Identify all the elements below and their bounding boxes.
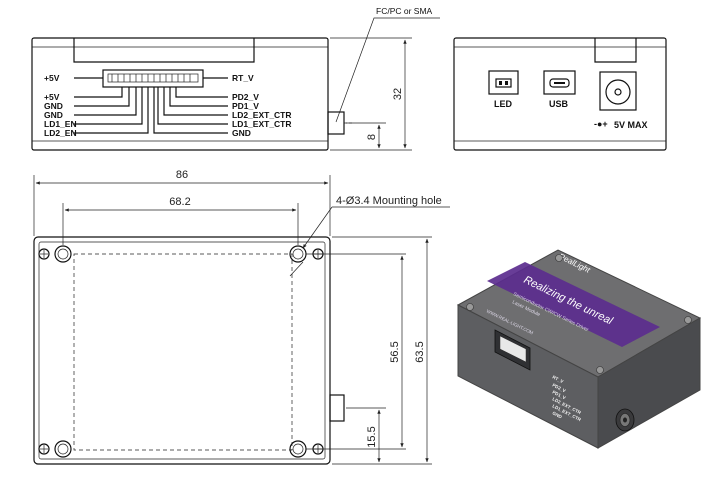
front-pin-right-6: GND (232, 128, 251, 138)
product-fiber-connector (615, 408, 635, 432)
product-pin-2: PD2_V (552, 382, 567, 393)
front-pin-left-5: LD1_EN (44, 119, 77, 129)
front-pin-left-6: LD2_EN (44, 128, 77, 138)
fiber-port (327, 111, 345, 135)
dc-power-jack (599, 71, 637, 111)
led-label: LED (494, 99, 513, 109)
top-dim-width: 86 (176, 169, 188, 181)
power-label: 5V MAX (614, 120, 648, 130)
product-render: RealLight Realizing the unreal Semicondu… (456, 249, 702, 449)
mounting-hole-tl (38, 245, 72, 263)
front-pin-left-4: GND (44, 110, 63, 120)
front-pin-right-3: PD1_V (232, 101, 259, 111)
product-pin-1: RT_V (552, 374, 565, 384)
top-view: 86 68.2 4-Ø3.4 Mounting hole 63.5 56.5 1… (33, 169, 450, 465)
product-pin-3: PD1_V (552, 389, 567, 400)
usb-label: USB (549, 99, 569, 109)
front-pin-right-1: RT_V (232, 73, 254, 83)
front-pin-right-2: PD2_V (232, 92, 259, 102)
fiber-connector-callout: FC/PC or SMA (376, 6, 433, 16)
front-pin-right-4: LD2_EXT_CTR (232, 110, 292, 120)
top-dim-fiber-offset: 15.5 (366, 426, 378, 447)
usb-port (543, 70, 576, 95)
front-dim-height: 32 (392, 88, 404, 100)
product-pin-6: GND (552, 410, 564, 419)
top-fiber-port (329, 394, 345, 422)
product-brand-band (487, 262, 660, 347)
mounting-hole-callout: 4-Ø3.4 Mounting hole (336, 195, 442, 207)
top-dim-hole-spacing-x: 68.2 (169, 196, 190, 208)
led-port (488, 70, 519, 95)
top-dim-height: 63.5 (414, 341, 426, 362)
mounting-hole-bl (38, 440, 72, 458)
front-pin-left-2: +5V (44, 92, 60, 102)
rear-view: LED USB -●+ 5V MAX (453, 37, 667, 151)
top-dim-hole-spacing-y: 56.5 (389, 341, 401, 362)
front-dim-fiber-offset: 8 (366, 134, 378, 140)
front-pin-left-1: +5V (44, 73, 60, 83)
front-view: +5V +5V GND GND LD1_EN LD2_EN RT_V PD2_V… (31, 6, 440, 151)
dc-polarity-icon: -●+ (594, 119, 608, 129)
front-pin-left-3: GND (44, 101, 63, 111)
front-pin-right-5: LD1_EXT_CTR (232, 119, 292, 129)
